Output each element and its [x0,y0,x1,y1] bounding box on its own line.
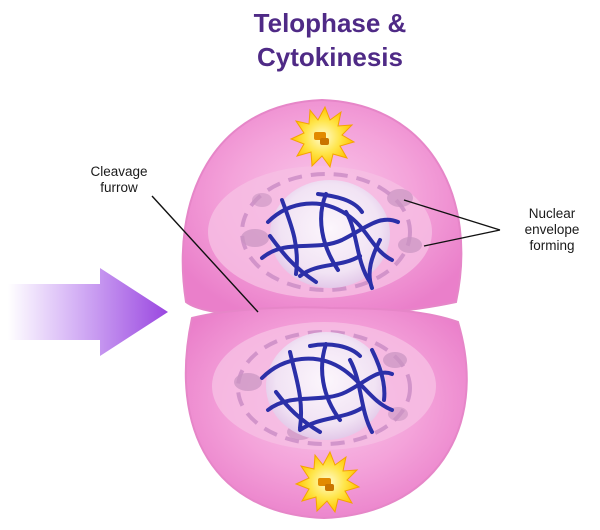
cleavage-label-line-1: Cleavage [90,164,148,179]
cleavage-furrow-label: Cleavage furrow [78,164,160,196]
cleavage-label-line-2: furrow [100,180,138,195]
upper-chromatin [260,192,400,290]
lower-daughter-cell [184,306,468,520]
centrosome-icon-bottom [294,450,361,514]
nuclear-label-line-3: forming [529,238,575,253]
cleavage-furrow-leader [151,195,259,313]
lower-chromatin [260,342,394,434]
title-line-1: Telophase & [253,8,407,38]
centrosome-icon-top [289,105,356,169]
direction-arrow-icon [8,268,168,356]
nuclear-envelope-label: Nuclear envelope forming [508,206,596,254]
leader-lines [151,195,501,313]
nuclear-envelope-leader-1 [403,199,501,231]
nuclear-envelope-leader-2 [423,229,501,247]
nuclear-label-line-2: envelope [524,222,580,237]
diagram-title: Telophase & Cytokinesis [150,6,510,74]
title-line-2: Cytokinesis [257,42,403,72]
nuclear-label-line-1: Nuclear [528,206,576,221]
upper-daughter-cell [181,98,463,318]
